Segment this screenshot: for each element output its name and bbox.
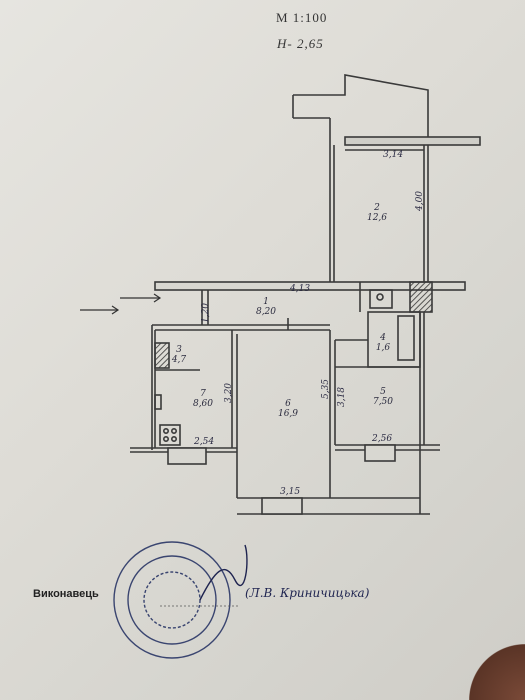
- executor-label: Виконавець: [33, 588, 99, 600]
- official-stamp: [113, 541, 231, 659]
- dim-room6-bottom: 3,15: [280, 487, 301, 497]
- scale-label: М 1:100: [276, 10, 328, 25]
- dim-balcony-length: 4,00: [415, 190, 426, 212]
- stove: [159, 424, 181, 446]
- ceiling-height-label: Н- 2,65: [277, 36, 324, 51]
- dim-room6-right: 5,35: [321, 378, 332, 400]
- room5-window: [364, 444, 396, 462]
- toilet-block: [369, 289, 393, 309]
- balcony-rail: [344, 136, 481, 146]
- chute-hatch: [409, 281, 433, 313]
- dim-kitchen-bottom: 2,54: [194, 437, 215, 447]
- hand-corner: [465, 630, 525, 700]
- dim-kitchen-side: 3,20: [224, 382, 235, 404]
- dim-corridor-length: 4,13: [290, 284, 311, 294]
- signatory-name: (Л.В. Криничицька): [245, 586, 370, 600]
- kitchen-window: [167, 447, 207, 465]
- bathtub: [397, 315, 415, 361]
- dim-balcony-width: 3,14: [383, 150, 404, 160]
- room6-window: [261, 497, 303, 515]
- dim-room5-bottom: 2,56: [372, 434, 393, 444]
- signature-scribble: [199, 544, 248, 601]
- pantry-hatch: [154, 342, 170, 369]
- balcony-outline: [293, 74, 429, 140]
- dim-room5-side: 3,18: [337, 386, 348, 408]
- corridor-wall: [154, 281, 466, 291]
- dim-small-side: 1,20: [201, 302, 212, 324]
